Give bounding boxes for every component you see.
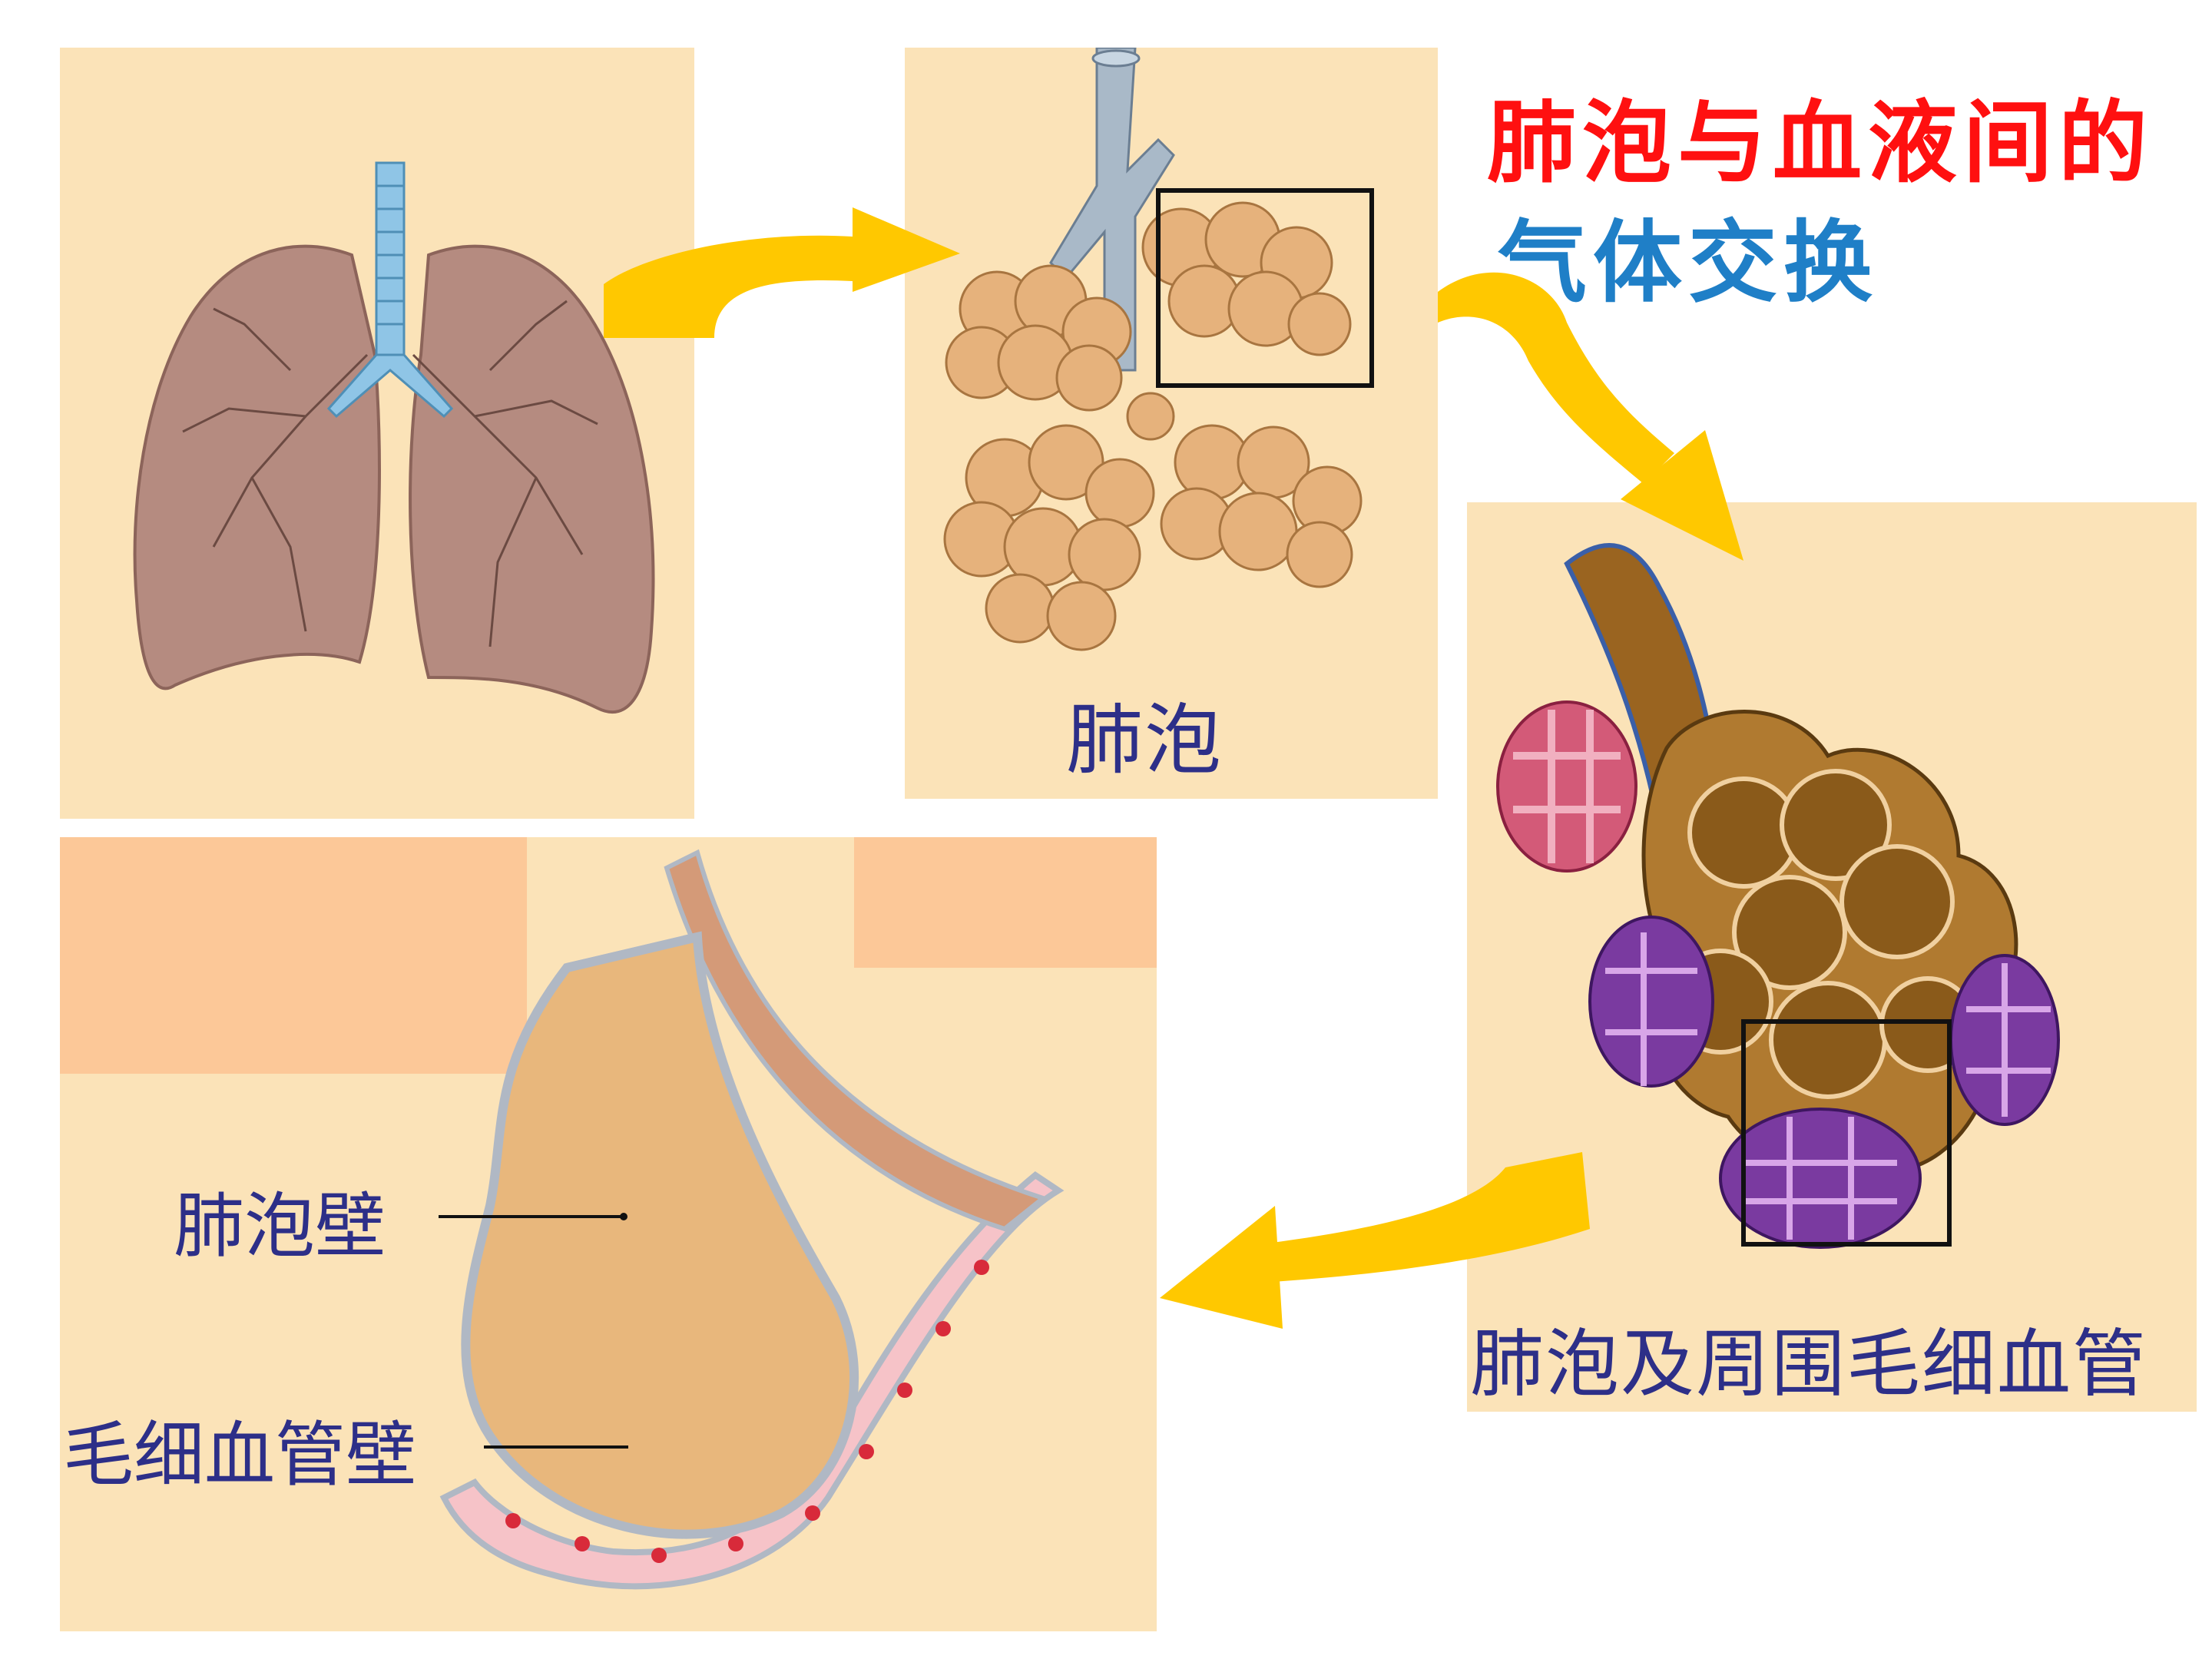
arrow-lungs-to-alveoli — [604, 207, 960, 338]
capillary-wall-label: 毛细血管壁 — [63, 1414, 417, 1496]
section-panel: 肺泡壁 毛细血管壁 — [60, 837, 1157, 1631]
capillary-illustration — [1496, 543, 2060, 1249]
title-line-2: 气体交换 — [1498, 210, 1879, 315]
alveoli-panel: 肺泡 — [905, 48, 1438, 799]
arrow-capillary-to-section — [1160, 1152, 1590, 1329]
section-illustration — [439, 849, 1065, 1590]
highlight-box — [1156, 188, 1374, 388]
highlight-box — [1741, 1019, 1952, 1247]
arrow-alveoli-to-capillary — [1438, 272, 1743, 561]
accent-block-right — [854, 837, 1157, 968]
title-line-1: 肺泡与血液间的 — [1487, 91, 2154, 195]
lungs-panel — [60, 48, 694, 819]
alveoli-illustration — [943, 48, 1374, 651]
lungs-illustration — [133, 161, 655, 714]
alveolar-wall-label: 肺泡壁 — [174, 1185, 386, 1267]
alveoli-caption: 肺泡 — [1066, 695, 1223, 785]
capillary-panel: 肺泡及周围毛细血管 — [1467, 502, 2197, 1412]
accent-block-left — [60, 837, 527, 1074]
capillary-caption: 肺泡及周围毛细血管 — [1470, 1321, 2147, 1407]
